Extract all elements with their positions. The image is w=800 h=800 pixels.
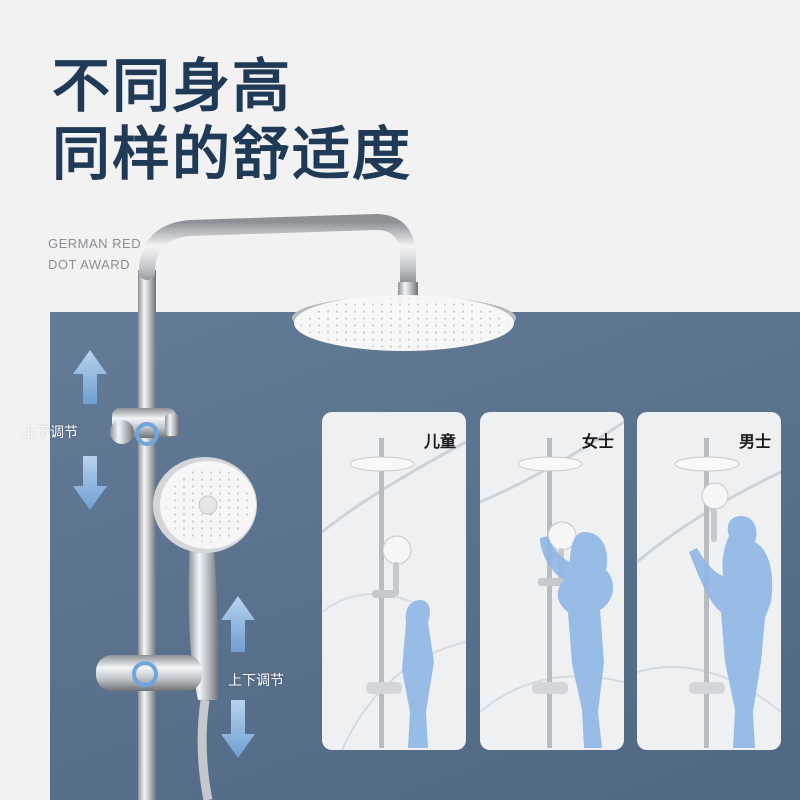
card-child: 儿童 (322, 412, 466, 750)
card-child-illustration (322, 438, 466, 750)
card-man-label: 男士 (738, 432, 771, 451)
lower-adjust-marker (132, 661, 158, 687)
lower-adjust-label: 上下调节 (228, 673, 284, 689)
woman-silhouette (540, 532, 614, 748)
headline-line-1: 不同身高 (52, 52, 293, 120)
slider-bracket (96, 655, 202, 691)
award-text: GERMAN RED DOT AWARD (48, 233, 141, 275)
award-line-1: GERMAN RED (48, 236, 142, 251)
child-silhouette (402, 600, 434, 748)
card-child-label: 儿童 (423, 432, 456, 451)
headline: 不同身高 同样的舒适度 (52, 52, 412, 188)
shower-hose (197, 699, 213, 800)
card-man: 男士 (637, 412, 781, 750)
card-woman-illustration (480, 420, 624, 748)
award-line-2: DOT AWARD (48, 257, 131, 272)
riser-pole (138, 270, 156, 800)
upper-adjust-marker (135, 422, 159, 446)
shower-arm (139, 213, 416, 300)
headline-line-2: 同样的舒适度 (52, 120, 413, 188)
upper-double-arrow-icon (73, 350, 107, 510)
card-man-illustration (637, 438, 781, 748)
man-silhouette (689, 516, 773, 748)
lower-double-arrow-icon (221, 596, 255, 758)
card-woman: 女士 (480, 412, 624, 750)
card-woman-label: 女士 (581, 432, 614, 451)
upper-adjust-label: 上下调节 (22, 425, 78, 441)
